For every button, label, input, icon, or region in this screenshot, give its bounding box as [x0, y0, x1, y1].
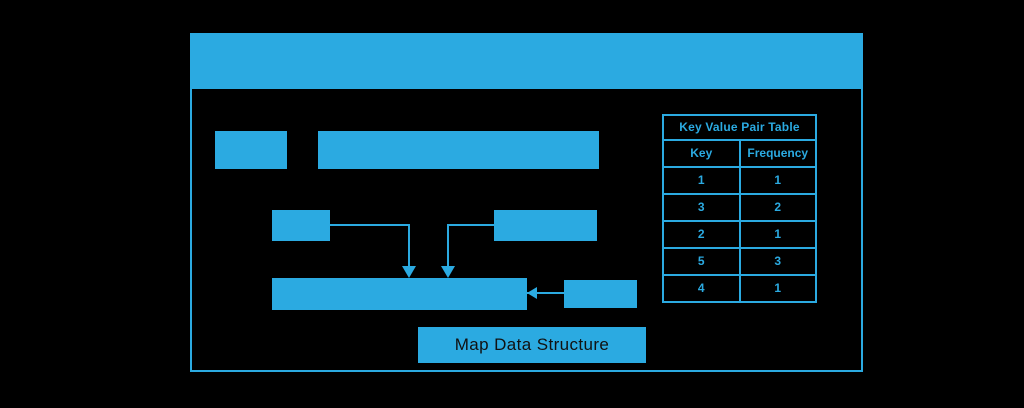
table-row: 1 1	[664, 168, 815, 195]
kv-cell-frequency: 1	[774, 281, 782, 295]
arrow-down-right-icon	[441, 266, 455, 278]
arrow-down-left-icon	[402, 266, 416, 278]
kv-column-header-key: Key	[664, 141, 741, 166]
caption-label: Map Data Structure	[454, 335, 610, 354]
connector-left-vertical	[408, 224, 410, 266]
kv-cell-frequency: 2	[774, 200, 782, 214]
kv-cell-key: 2	[664, 222, 741, 247]
kv-cell-frequency: 3	[774, 254, 782, 268]
kv-cell-frequency: 1	[774, 227, 782, 241]
block-middle-right[interactable]	[494, 210, 597, 241]
kv-cell-frequency: 1	[774, 173, 782, 187]
kv-table-header-row: Key Frequency	[664, 141, 815, 168]
connector-right-vertical	[447, 224, 449, 266]
connector-right-horizontal	[447, 224, 495, 226]
key-value-pair-table: Key Value Pair Table Key Frequency 1 1 3…	[662, 114, 817, 303]
kv-cell-key: 5	[664, 249, 741, 274]
map-data-structure-caption[interactable]: Map Data Structure	[418, 327, 646, 363]
kv-cell-key: 3	[664, 195, 741, 220]
kv-column-header-frequency: Frequency	[747, 146, 809, 160]
table-row: 4 1	[664, 276, 815, 301]
block-middle-left[interactable]	[272, 210, 330, 241]
kv-cell-key: 1	[664, 168, 741, 193]
table-row: 3 2	[664, 195, 815, 222]
kv-table-title: Key Value Pair Table	[664, 116, 815, 141]
table-row: 5 3	[664, 249, 815, 276]
table-row: 2 1	[664, 222, 815, 249]
connector-side-horizontal	[527, 292, 565, 294]
kv-cell-key: 4	[664, 276, 741, 301]
block-top-right[interactable]	[318, 131, 599, 169]
arrow-left-icon	[527, 287, 537, 299]
block-top-left[interactable]	[215, 131, 287, 169]
block-right-small[interactable]	[564, 280, 637, 308]
window-header-bar	[190, 33, 863, 89]
block-wide-bar[interactable]	[272, 278, 527, 310]
connector-left-horizontal	[330, 224, 410, 226]
